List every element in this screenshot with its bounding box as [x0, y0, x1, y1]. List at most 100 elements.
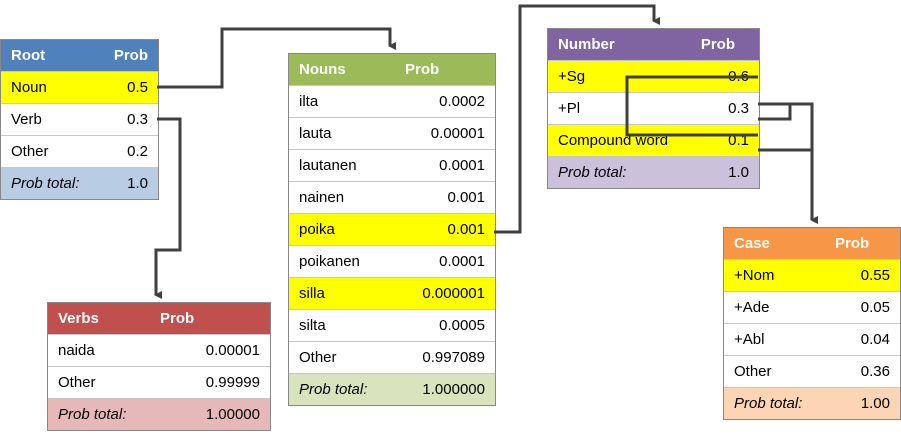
case-table: Case Prob +Nom 0.55 +Ade 0.05 +Abl 0.04 …: [723, 227, 901, 420]
nouns-header: Nouns Prob: [289, 54, 495, 85]
root-header: Root Prob: [1, 40, 158, 71]
verbs-row-other: Other 0.99999: [48, 366, 270, 398]
nouns-row: poikanen 0.0001: [289, 245, 495, 277]
row-label: +Nom: [734, 267, 775, 284]
row-label: nainen: [299, 189, 345, 206]
row-value: 0.0002: [439, 93, 485, 110]
row-value: 0.0005: [439, 317, 485, 334]
root-row-noun: Noun 0.5: [1, 71, 158, 103]
root-total-row: Prob total: 1.0: [1, 167, 158, 199]
root-title: Root: [11, 47, 46, 64]
row-label: +Ade: [734, 299, 770, 316]
row-label: poika: [299, 221, 335, 238]
case-prob-header: Prob: [835, 235, 870, 252]
root-prob-header: Prob: [113, 47, 148, 64]
row-value: 0.36: [860, 363, 890, 380]
row-value: 0.99999: [205, 374, 260, 391]
total-label: Prob total:: [558, 164, 627, 181]
number-row-pl: +Pl 0.3: [548, 92, 759, 124]
row-label: lauta: [299, 125, 332, 142]
row-label: +Pl: [558, 100, 581, 117]
row-value: 0.0001: [439, 157, 485, 174]
total-value: 1.0: [127, 175, 148, 192]
row-label: silla: [299, 285, 325, 302]
row-value: 0.997089: [422, 349, 485, 366]
nouns-row: lauta 0.00001: [289, 117, 495, 149]
verbs-table: Verbs Prob naida 0.00001 Other 0.99999 P…: [47, 302, 271, 431]
root-table: Root Prob Noun 0.5 Verb 0.3 Other 0.2 Pr…: [0, 39, 159, 200]
row-value: 0.001: [447, 189, 485, 206]
nouns-table: Nouns Prob ilta 0.0002 lauta 0.00001 lau…: [288, 53, 496, 406]
case-row-abl: +Abl 0.04: [724, 323, 900, 355]
row-value: 0.05: [860, 299, 890, 316]
row-label: Other: [11, 143, 49, 160]
verbs-row-naida: naida 0.00001: [48, 334, 270, 366]
nouns-row: ilta 0.0002: [289, 85, 495, 117]
number-row-compound: Compound word 0.1: [548, 124, 759, 156]
row-label: +Abl: [734, 331, 765, 348]
row-label: silta: [299, 317, 326, 334]
row-value: 0.1: [728, 132, 749, 149]
total-value: 1.0: [728, 164, 749, 181]
nouns-row: silta 0.0005: [289, 309, 495, 341]
row-value: 0.001: [447, 221, 485, 238]
nouns-row: nainen 0.001: [289, 181, 495, 213]
total-label: Prob total:: [299, 381, 368, 398]
row-value: 0.2: [127, 143, 148, 160]
connector-compound-to-case: [758, 148, 818, 224]
row-label: naida: [58, 342, 95, 359]
row-value: 0.55: [860, 267, 890, 284]
total-label: Prob total:: [58, 406, 127, 423]
root-row-verb: Verb 0.3: [1, 103, 158, 135]
row-value: 0.00001: [205, 342, 260, 359]
total-value: 1.00000: [205, 406, 260, 423]
nouns-prob-header: Prob: [405, 61, 440, 78]
verbs-title: Verbs: [58, 310, 99, 327]
nouns-row-silla: silla 0.000001: [289, 277, 495, 309]
case-row-ade: +Ade 0.05: [724, 291, 900, 323]
row-value: 0.000001: [422, 285, 485, 302]
row-label: Other: [58, 374, 96, 391]
row-value: 0.04: [860, 331, 890, 348]
verbs-prob-header: Prob: [160, 310, 195, 327]
row-value: 0.6: [728, 68, 749, 85]
connector-pl-to-case: [758, 102, 792, 121]
case-row-other: Other 0.36: [724, 355, 900, 387]
nouns-total-row: Prob total: 1.000000: [289, 373, 495, 405]
nouns-row: Other 0.997089: [289, 341, 495, 373]
number-table: Number Prob +Sg 0.6 +Pl 0.3 Compound wor…: [547, 28, 760, 189]
number-total-row: Prob total: 1.0: [548, 156, 759, 188]
row-label: Noun: [11, 79, 47, 96]
connector-verb-to-verbs: [154, 117, 182, 299]
verbs-header: Verbs Prob: [48, 303, 270, 334]
case-header: Case Prob: [724, 228, 900, 259]
row-label: Verb: [11, 111, 42, 128]
row-label: ilta: [299, 93, 319, 110]
total-label: Prob total:: [734, 395, 803, 412]
nouns-row: lautanen 0.0001: [289, 149, 495, 181]
nouns-title: Nouns: [299, 61, 346, 78]
case-title: Case: [734, 235, 770, 252]
total-value: 1.000000: [422, 381, 485, 398]
number-row-sg: +Sg 0.6: [548, 60, 759, 92]
row-value: 0.00001: [430, 125, 485, 142]
case-total-row: Prob total: 1.00: [724, 387, 900, 419]
number-header: Number Prob: [548, 29, 759, 60]
row-label: Other: [734, 363, 772, 380]
row-value: 0.3: [728, 100, 749, 117]
row-label: lautanen: [299, 157, 357, 174]
total-value: 1.00: [860, 395, 890, 412]
row-value: 0.5: [127, 79, 148, 96]
root-row-other: Other 0.2: [1, 135, 158, 167]
number-title: Number: [558, 36, 615, 53]
row-value: 0.3: [127, 111, 148, 128]
row-value: 0.0001: [439, 253, 485, 270]
row-label: +Sg: [558, 68, 586, 85]
row-label: poikanen: [299, 253, 360, 270]
row-label: Other: [299, 349, 337, 366]
total-label: Prob total:: [11, 175, 80, 192]
number-prob-header: Prob: [700, 36, 735, 53]
case-row-nom: +Nom 0.55: [724, 259, 900, 291]
verbs-total-row: Prob total: 1.00000: [48, 398, 270, 430]
nouns-row-poika: poika 0.001: [289, 213, 495, 245]
